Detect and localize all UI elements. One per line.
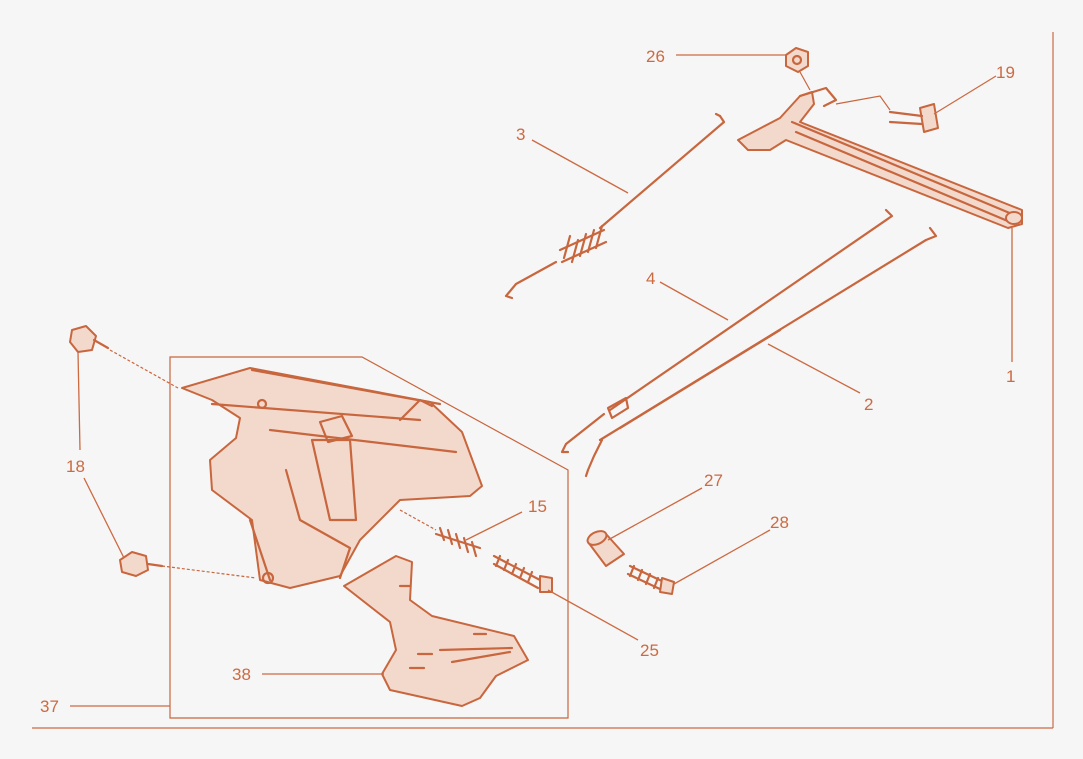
leader-4 [659, 281, 729, 321]
leader-19 [933, 75, 997, 115]
leader-28 [673, 529, 771, 585]
part-18-bolt-upper [69, 325, 179, 389]
callout-2: 2 [864, 395, 873, 414]
part-28-bolt [626, 564, 675, 595]
callout-15: 15 [528, 497, 547, 516]
callout-28: 28 [770, 513, 789, 532]
callout-1: 1 [1006, 367, 1015, 386]
callout-19: 19 [996, 63, 1015, 82]
callout-38: 38 [232, 665, 251, 684]
leader-3 [531, 139, 629, 194]
part-15-spring [399, 509, 482, 558]
callout-27: 27 [704, 471, 723, 490]
callout-3: 3 [516, 125, 525, 144]
leader-2 [767, 343, 861, 394]
part-27-sleeve [586, 530, 625, 567]
leader-25 [547, 589, 639, 641]
part-4-rod [560, 208, 894, 454]
part-3-spring-rod [504, 112, 726, 300]
callout-37: 37 [40, 697, 59, 716]
leader-27 [607, 487, 703, 541]
callout-4: 4 [646, 269, 655, 288]
part-19-bolt [888, 103, 939, 133]
part-2-rod [584, 226, 938, 478]
part-26-nut [785, 47, 811, 91]
leader-15 [465, 511, 523, 541]
leader-18-lower [83, 477, 125, 559]
callout-25: 25 [640, 641, 659, 660]
assembly-box [169, 356, 569, 719]
bracket-assembly [181, 367, 483, 589]
part-38-plate [343, 555, 529, 707]
callout-26: 26 [646, 47, 665, 66]
part-25-bolt [492, 554, 553, 593]
callout-18: 18 [66, 457, 85, 476]
part-18-bolt-lower [119, 551, 257, 579]
leader-18-upper [77, 351, 81, 451]
part-1-lever [737, 86, 1023, 229]
